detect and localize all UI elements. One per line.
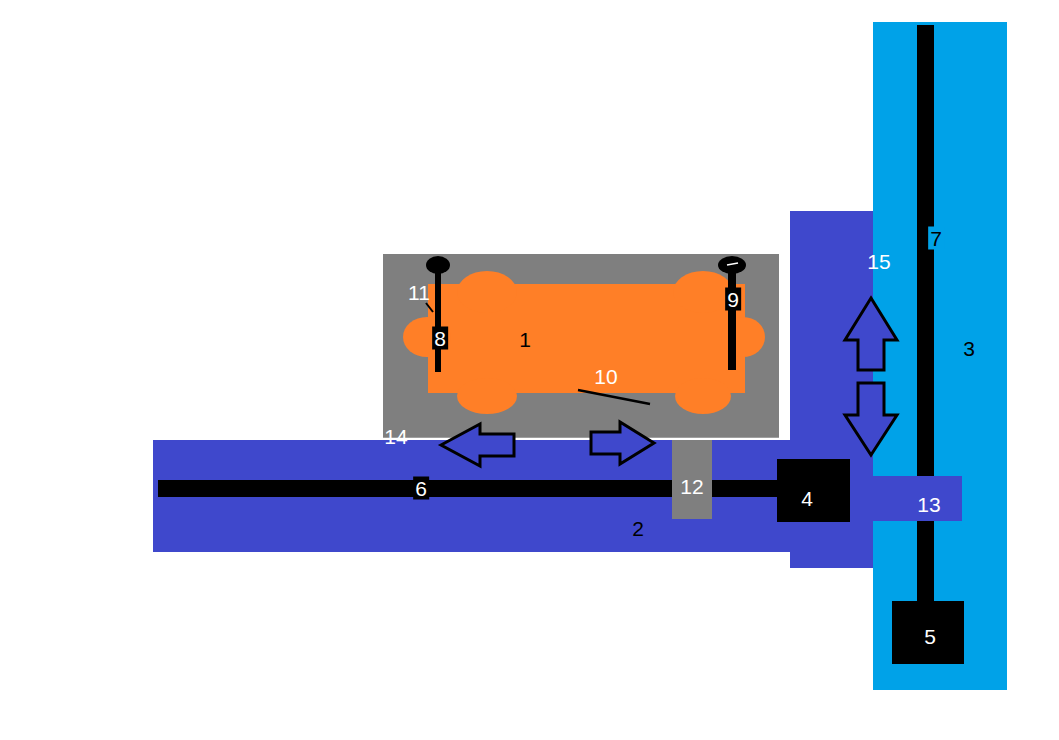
- callout-number: 1: [517, 328, 533, 351]
- callout-number: 5: [922, 625, 938, 648]
- callout-number: 6: [413, 477, 429, 500]
- up-arrow: [845, 298, 897, 370]
- leader-line: [426, 303, 433, 312]
- vertical-rod: [917, 25, 934, 476]
- callout-number: 2: [630, 517, 646, 540]
- callout-number: 8: [432, 327, 448, 350]
- callout-number: 12: [678, 475, 705, 498]
- leader-line: [578, 390, 650, 404]
- rod: [435, 265, 441, 372]
- right-arrow: [591, 422, 654, 464]
- carriage: [383, 254, 779, 438]
- rod: [728, 265, 736, 370]
- callout-number: 13: [915, 493, 942, 516]
- rod-head: [718, 256, 746, 274]
- carriage-edge: [383, 438, 779, 440]
- carriage-foot: [672, 440, 712, 519]
- slide-plate: [850, 476, 962, 521]
- callout-number: 3: [961, 337, 977, 360]
- callout-number: 7: [928, 227, 944, 250]
- callout-number: 10: [592, 365, 619, 388]
- callout-number: 4: [799, 487, 815, 510]
- motor-block: [892, 601, 964, 664]
- callout-number: 15: [865, 250, 892, 273]
- callout-number: 11: [406, 281, 432, 304]
- rod-head: [426, 256, 450, 274]
- left-arrow: [441, 424, 514, 466]
- callout-number: 9: [725, 288, 741, 311]
- rod-notch: [727, 263, 738, 265]
- down-arrow: [845, 383, 897, 455]
- vertical-rod: [917, 521, 934, 603]
- motor-block: [777, 459, 850, 522]
- callout-number: 14: [382, 425, 409, 448]
- vertical-band: [873, 22, 1007, 690]
- orange-body: [403, 271, 765, 414]
